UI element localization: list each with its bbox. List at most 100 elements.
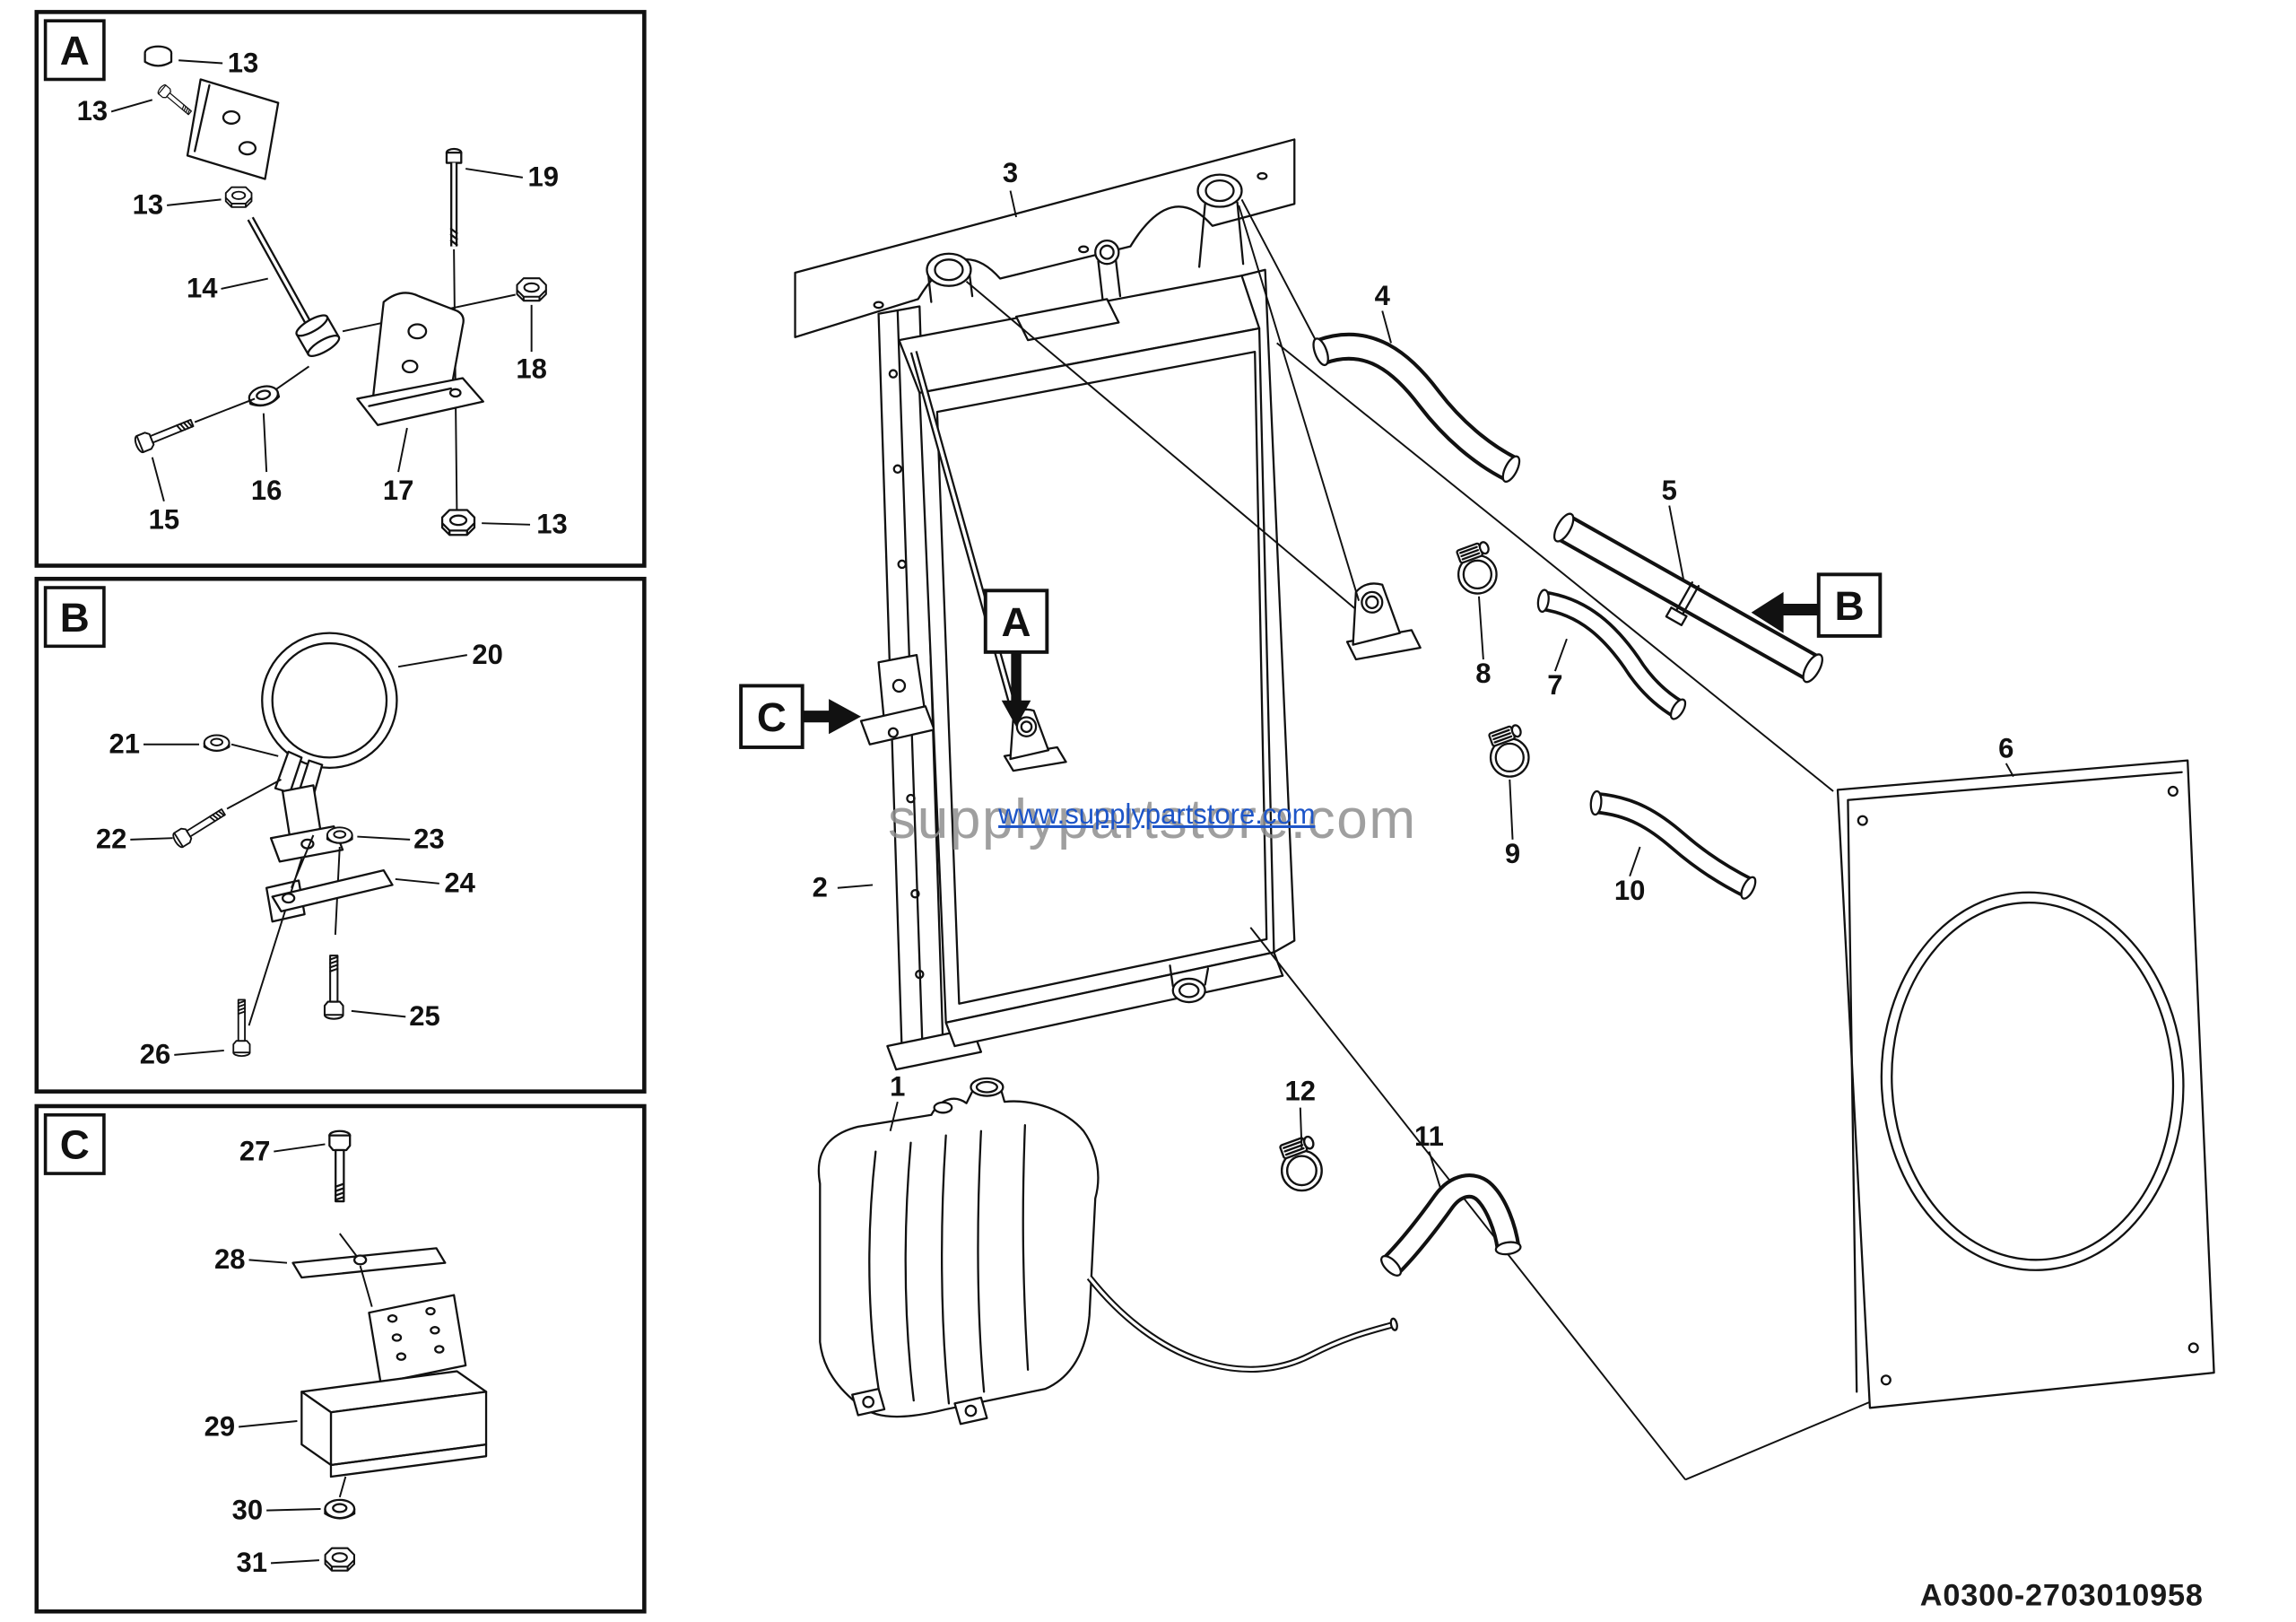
radiator-top-pin [1094, 239, 1122, 301]
port-leader-lines [965, 198, 1361, 609]
callout-27: 27 [239, 1135, 271, 1166]
axis-lines-b [226, 743, 341, 1026]
callout-24: 24 [444, 868, 475, 899]
pipe-band-clamp [1665, 581, 1700, 626]
callout-9: 9 [1505, 838, 1520, 869]
detail-a-label: A [60, 28, 90, 74]
callout-17: 17 [383, 475, 414, 506]
clamp-8 [1455, 539, 1498, 595]
detail-box-c: C 27 28 29 30 31 [34, 1103, 647, 1614]
ref-label-c: C [757, 694, 787, 740]
lock-nut-13 [224, 186, 253, 208]
nut-31 [324, 1547, 355, 1572]
hose-11 [1380, 1173, 1522, 1277]
drawing-number: A0300-2703010958 [1920, 1579, 2204, 1613]
bolt-15 [132, 414, 196, 455]
overflow-hose [1086, 1275, 1398, 1373]
callout-20: 20 [472, 639, 503, 670]
bolt-15-axis [194, 365, 310, 423]
ref-box-c: C [739, 684, 861, 749]
callout-23: 23 [413, 824, 445, 855]
ref-label-a: A [1002, 599, 1031, 645]
callout-21: 21 [109, 728, 140, 760]
hose-10 [1589, 789, 1757, 900]
nut-18 [516, 277, 547, 302]
ref-arrow-c [802, 699, 861, 735]
watermark: supplypartstore.com www.supplypartstore.… [888, 789, 1417, 850]
washer-21 [203, 734, 230, 752]
ref-label-b: B [1835, 583, 1865, 629]
detail-c-label-box [43, 1112, 106, 1175]
bolt-25 [323, 955, 344, 1020]
axis-lines-c [338, 1233, 373, 1498]
mount-29 [300, 1294, 488, 1478]
detail-c-leaders [239, 1143, 326, 1565]
washer-30 [324, 1498, 356, 1520]
callout-26: 26 [140, 1039, 171, 1070]
callout-13-mid: 13 [133, 189, 164, 221]
tank-filler-cap [970, 1077, 1004, 1097]
bushing-14 [295, 314, 341, 357]
callout-13-bottom: 13 [536, 509, 568, 540]
callout-19: 19 [527, 161, 559, 193]
bracket-24 [265, 868, 394, 923]
callout-8: 8 [1475, 658, 1491, 689]
ref-box-a: A [983, 589, 1049, 728]
callout-29: 29 [204, 1410, 236, 1442]
bolt-22 [170, 804, 229, 850]
washer-16 [246, 382, 282, 410]
fan-shroud-6 [1836, 759, 2215, 1409]
detail-box-a: A 13 13 13 14 19 18 [34, 10, 647, 568]
outlet-pipe-5 [1552, 512, 1823, 684]
callout-30: 30 [232, 1494, 264, 1525]
callout-6: 6 [1998, 732, 2013, 763]
clamp-9 [1487, 722, 1530, 778]
cap-nut-13 [144, 45, 173, 67]
callout-16: 16 [251, 475, 283, 506]
bolt-26 [232, 998, 251, 1058]
callout-7: 7 [1547, 669, 1562, 701]
expansion-tank-1 [817, 1077, 1100, 1426]
callout-12: 12 [1285, 1075, 1317, 1106]
detail-box-b: B 20 21 22 23 24 25 26 [34, 576, 647, 1094]
ref-arrow-b [1751, 591, 1819, 633]
ref-box-b: B [1751, 572, 1883, 638]
radiator-outlet-stub [1169, 964, 1210, 1004]
detail-c-border [34, 1103, 647, 1614]
callout-28: 28 [214, 1243, 245, 1275]
radiator-right-port [1196, 173, 1245, 268]
callout-5: 5 [1662, 475, 1677, 506]
detail-a-label-box [43, 19, 106, 82]
watermark-link: www.supplypartstore.com [997, 798, 1315, 830]
callout-4: 4 [1375, 280, 1391, 311]
main-leaders [837, 190, 2014, 1190]
callout-10: 10 [1614, 875, 1645, 906]
hose-7 [1536, 589, 1687, 720]
callout-15: 15 [149, 504, 180, 536]
bracket-17 [356, 292, 484, 426]
callout-25: 25 [409, 1000, 440, 1032]
detail-a-border [34, 10, 647, 568]
callout-13-left: 13 [77, 95, 108, 126]
washer-23 [326, 826, 353, 844]
detail-b-label-box [43, 586, 106, 649]
callout-2: 2 [813, 872, 828, 903]
bolt-27 [328, 1129, 352, 1203]
watermark-text: supplypartstore.com [888, 789, 1417, 850]
callout-31: 31 [237, 1547, 268, 1578]
detail-b-leaders [130, 654, 467, 1056]
flange-bolt-13 [156, 83, 195, 118]
callout-11: 11 [1414, 1121, 1444, 1152]
callout-3: 3 [1003, 157, 1018, 188]
hose-clamp-20 [261, 632, 398, 863]
radiator-top-bracket [1014, 298, 1120, 342]
inlet-hose-4 [1312, 332, 1521, 484]
ref-arrow-a [1001, 651, 1031, 728]
detail-b-label: B [60, 595, 90, 641]
detail-c-label: C [60, 1122, 90, 1168]
radiator-2 [898, 173, 1296, 1048]
main-view: A B C supplypartstore.com www.supplypart… [739, 138, 2215, 1613]
detail-b-border [34, 576, 647, 1094]
